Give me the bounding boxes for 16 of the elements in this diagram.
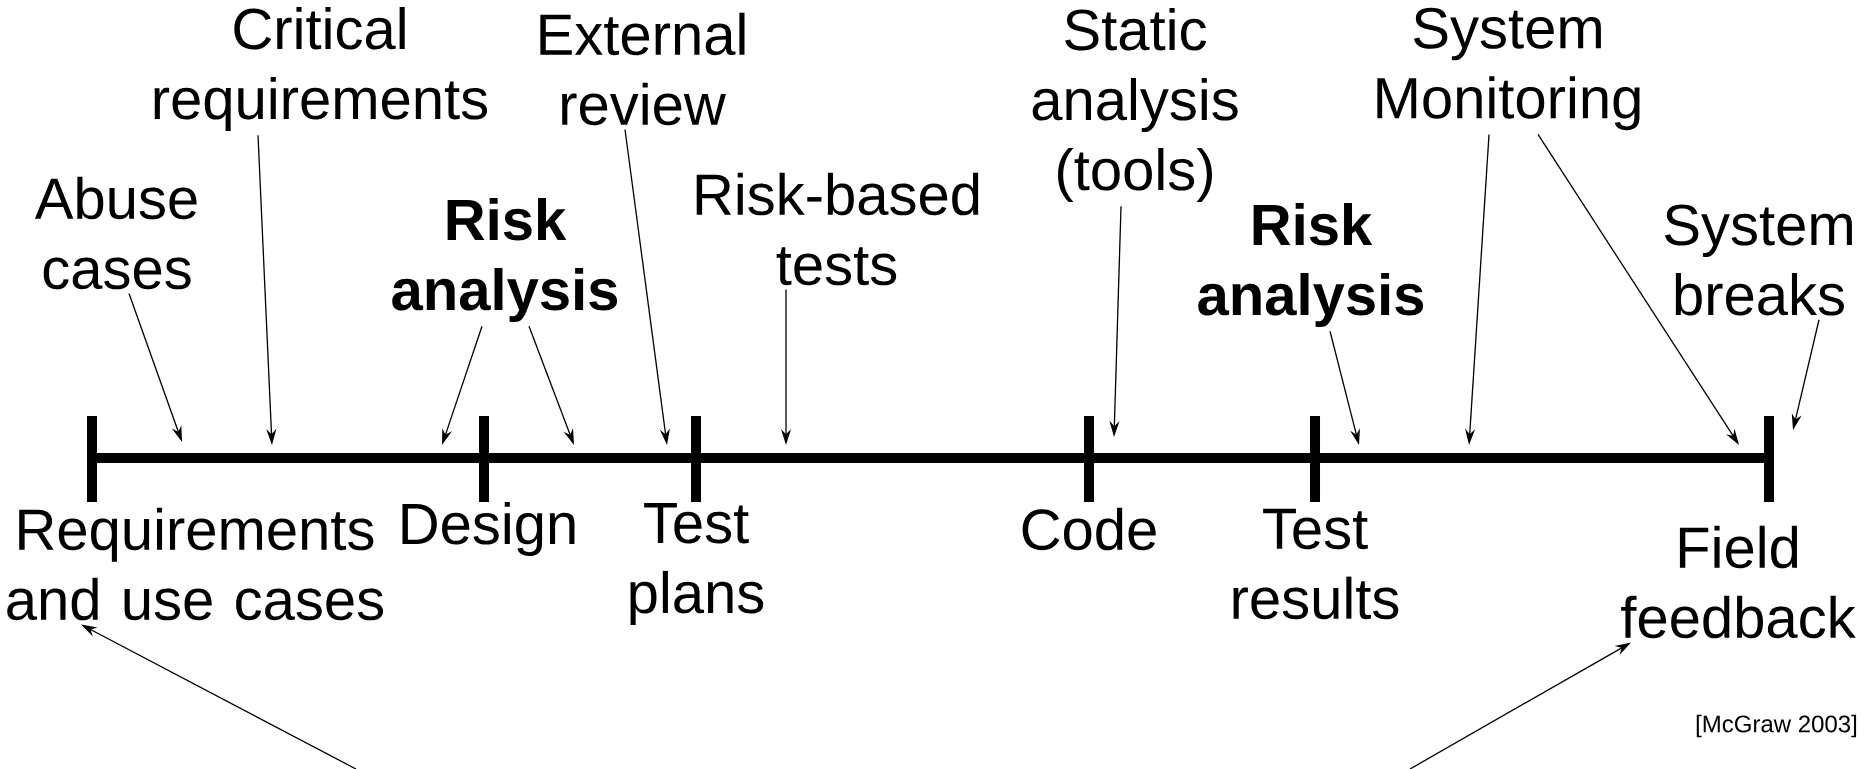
activity-label: Critical requirements: [154, 6, 488, 132]
activity-label: Risk analysis: [392, 197, 618, 323]
phase-label: Design: [402, 501, 575, 557]
activity-label: Risk analysis: [1198, 202, 1424, 328]
phase-label: Requirements and use cases: [7, 507, 384, 621]
activity-label: System Monitoring: [1377, 7, 1640, 131]
phase-label: Code: [1022, 507, 1156, 551]
activity-label: Abuse cases: [34, 176, 197, 290]
citation: [McGraw 2003]: [1696, 714, 1857, 738]
activity-label: Static analysis (tools): [1032, 8, 1238, 203]
activity-label: System breaks: [1664, 204, 1852, 316]
activity-label: External review: [540, 12, 745, 126]
phase-label: Test results: [1233, 508, 1399, 620]
activity-label: Risk-based tests: [696, 172, 979, 286]
phase-label: Field feedback: [1621, 525, 1856, 639]
phase-label: Test plans: [630, 503, 764, 625]
